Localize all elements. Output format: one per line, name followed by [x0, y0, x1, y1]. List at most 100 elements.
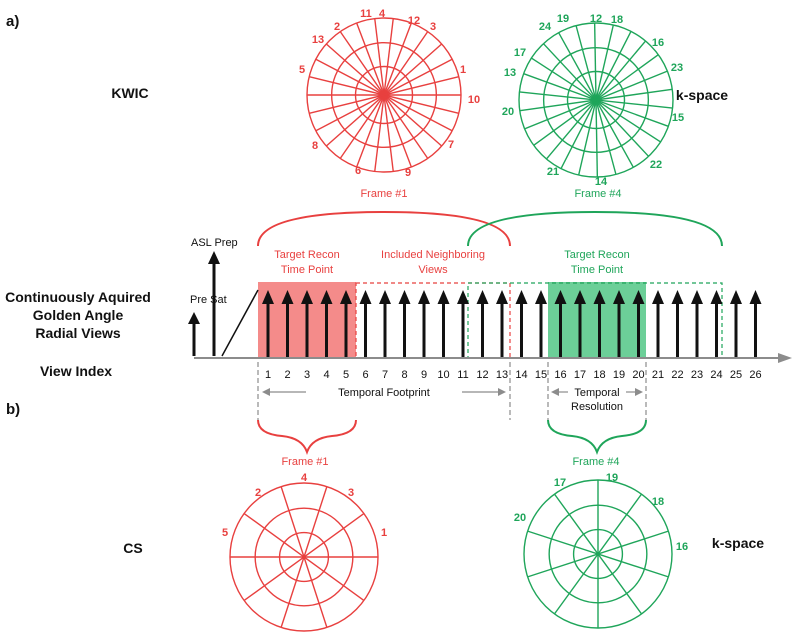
spoke-number: 6 [355, 165, 361, 177]
view-index-number: 10 [437, 369, 449, 381]
asl-prep-arrowhead-icon [208, 251, 220, 264]
spoke-number: 4 [379, 8, 386, 20]
spoke-number: 23 [671, 62, 683, 74]
view-index-number: 13 [496, 369, 508, 381]
neighbor-label-line2: Views [418, 264, 448, 276]
spoke-number: 20 [502, 106, 514, 118]
view-arrowhead-icon [457, 290, 469, 304]
view-arrowhead-icon [320, 290, 333, 304]
view-arrowhead-icon [379, 290, 391, 304]
view-arrowhead-icon [281, 290, 294, 304]
neighbor-label-line1: Included Neighboring [381, 249, 485, 261]
spoke-number: 5 [299, 64, 305, 76]
view-index-number: 19 [613, 369, 625, 381]
spoke-number: 19 [557, 13, 569, 25]
view-index-number: 3 [304, 369, 310, 381]
view-arrowhead-icon [418, 290, 430, 304]
view-index-number: 26 [749, 369, 761, 381]
spoke-number: 4 [301, 472, 308, 484]
spoke-number: 19 [606, 472, 618, 484]
spoke-number: 13 [312, 34, 324, 46]
cs-green-kspace-wheel [523, 479, 673, 629]
spoke-number: 3 [348, 487, 354, 499]
view-arrowhead-icon [574, 290, 586, 304]
view-arrowhead-icon [652, 290, 664, 304]
view-arrowhead-icon [710, 290, 723, 304]
cs-red-spoke-labels: 4 2 3 5 1 [222, 472, 387, 539]
spoke-number: 15 [672, 112, 684, 124]
view-index-number: 11 [457, 369, 468, 381]
view-index-number: 25 [730, 369, 742, 381]
resolution-arrowhead-left-icon [551, 388, 559, 396]
spoke-number: 3 [430, 21, 436, 33]
spoke-number: 10 [468, 94, 480, 106]
view-arrowhead-icon [398, 290, 411, 304]
view-arrowhead-icon [632, 290, 645, 304]
view-arrowhead-icon [496, 290, 508, 304]
spoke-number: 12 [590, 13, 602, 25]
kspace-spoke [309, 75, 459, 115]
view-index-number: 6 [362, 369, 368, 381]
spoke-number: 16 [676, 541, 688, 553]
spoke-number: 20 [514, 512, 526, 524]
view-arrowhead-icon [749, 290, 762, 304]
acquired-label-line3: Radial Views [35, 325, 121, 341]
panel-label-a: a) [6, 13, 19, 30]
view-index-number: 17 [574, 369, 586, 381]
spoke-number: 24 [539, 21, 552, 33]
red-neighbor-region [355, 282, 511, 359]
frame-1-brace-bottom [257, 419, 357, 455]
acquired-label-line1: Continuously Aquired [5, 289, 151, 305]
temporal-footprint-label: Temporal Footprint [338, 387, 430, 399]
view-arrowhead-icon [340, 290, 352, 304]
view-arrowhead-icon [437, 290, 450, 304]
view-arrowhead-icon [359, 290, 372, 304]
view-index-number: 23 [691, 369, 703, 381]
kwic-red-spoke-labels: 11 4 12 2 3 13 5 1 10 8 7 6 9 [299, 8, 480, 179]
frame-4-brace-bottom [547, 419, 647, 455]
view-index-number: 1 [265, 369, 271, 381]
view-index-number: 24 [710, 369, 722, 381]
kwic-red-kspace-wheel [306, 17, 462, 173]
view-index-number: 22 [671, 369, 683, 381]
view-index-number: 9 [421, 369, 427, 381]
frame-4-label-bottom: Frame #4 [572, 456, 619, 468]
view-arrowhead-icon [613, 290, 625, 304]
spoke-number: 12 [408, 15, 420, 27]
spoke-number: 17 [514, 47, 526, 59]
kspace-ring [542, 46, 650, 154]
spoke-number: 2 [255, 487, 261, 499]
red-target-label-line2: Time Point [281, 264, 333, 276]
resolution-arrowhead-right-icon [635, 388, 643, 396]
acquired-label-line2: Golden Angle [33, 307, 124, 323]
view-index-number: 4 [323, 369, 329, 381]
view-arrowhead-icon [554, 290, 567, 304]
spoke-number: 14 [595, 176, 608, 188]
kspace-spoke [519, 88, 673, 112]
kspace-label-bottom: k-space [712, 535, 764, 551]
spoke-number: 17 [554, 477, 566, 489]
kspace-spoke [243, 512, 365, 602]
frame-1-label-bottom: Frame #1 [281, 456, 328, 468]
kspace-ring [518, 22, 674, 178]
spoke-number: 1 [460, 64, 466, 76]
footprint-arrowhead-right-icon [498, 388, 506, 396]
spoke-number: 8 [312, 140, 318, 152]
presat-label: Pre Sat [190, 294, 227, 306]
temporal-resolution-label-line1: Temporal [574, 387, 619, 399]
view-arrowhead-icon [671, 290, 684, 304]
spoke-number: 21 [547, 166, 559, 178]
green-target-label-line2: Time Point [571, 264, 623, 276]
spoke-number: 9 [405, 167, 411, 179]
green-target-region [548, 282, 646, 358]
view-index-number: 12 [476, 369, 488, 381]
red-target-label-line1: Target Recon [274, 249, 339, 261]
kwic-green-kspace-wheel [518, 22, 674, 178]
spoke-number: 7 [448, 139, 454, 151]
spoke-number: 22 [650, 159, 662, 171]
frame-4-brace-top [467, 210, 723, 247]
kspace-label-top: k-space [676, 87, 728, 103]
view-arrowhead-icon [476, 290, 489, 304]
